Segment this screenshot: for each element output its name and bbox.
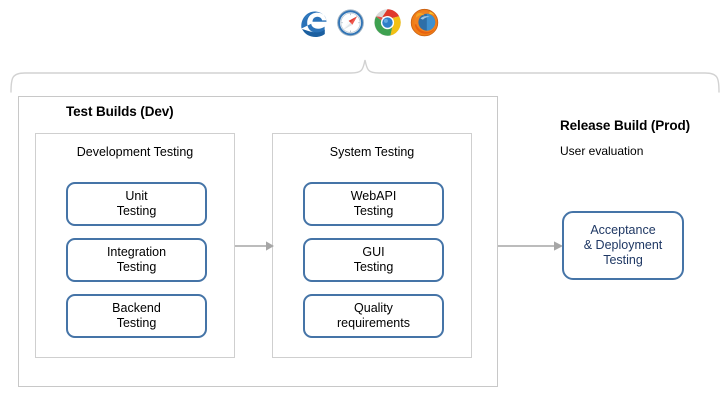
release-build-title: Release Build (Prod) [560,118,691,133]
unit-testing-node[interactable]: Unit Testing [66,182,207,226]
safari-icon [333,5,368,40]
webapi-testing-line2: Testing [353,204,394,218]
release-build-subtitle: User evaluation [560,144,644,158]
quality-requirements-line1: Quality [354,301,393,316]
test-builds-title: Test Builds (Dev) [66,104,174,119]
quality-requirements-node[interactable]: Quality requirements [303,294,444,338]
acceptance-line3: Testing [603,253,643,268]
acceptance-deployment-testing-node[interactable]: Acceptance & Deployment Testing [562,211,684,280]
system-testing-panel: System Testing WebAPI Testing GUI Testin… [272,133,472,358]
development-testing-panel: Development Testing Unit Testing Integra… [35,133,235,358]
edge-icon [296,5,331,40]
backend-testing-node[interactable]: Backend Testing [66,294,207,338]
grouping-brace [6,56,720,96]
integration-testing-node[interactable]: Integration Testing [66,238,207,282]
backend-testing-line2: Testing [116,316,157,330]
gui-testing-line1: GUI [362,245,385,260]
unit-testing-line2: Testing [116,204,157,218]
firefox-icon [407,5,442,40]
gui-testing-node[interactable]: GUI Testing [303,238,444,282]
system-testing-label: System Testing [329,145,415,159]
gui-testing-line2: Testing [353,260,394,274]
acceptance-line2: & Deployment [583,237,663,252]
webapi-testing-node[interactable]: WebAPI Testing [303,182,444,226]
integration-testing-line2: Testing [116,260,157,274]
chrome-icon [370,5,405,40]
development-testing-label: Development Testing [76,145,194,159]
arrow-dev-to-system [235,236,275,261]
backend-testing-line1: Backend [112,301,161,316]
unit-testing-line1: Unit [125,189,148,204]
browser-icon-strip [296,3,444,41]
acceptance-line1: Acceptance [590,222,656,237]
quality-requirements-line2: requirements [337,316,410,330]
integration-testing-line1: Integration [106,245,167,260]
arrow-dev-to-acceptance [498,236,564,261]
webapi-testing-line1: WebAPI [350,189,397,204]
